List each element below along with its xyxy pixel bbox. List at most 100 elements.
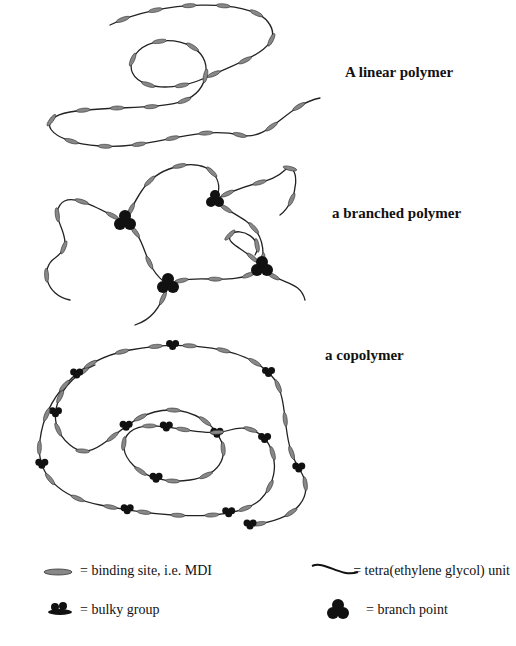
binding-site <box>176 426 190 432</box>
binding-site <box>148 344 162 349</box>
branched-chain <box>168 268 262 285</box>
binding-site <box>207 69 221 78</box>
binding-site <box>274 379 283 393</box>
legend-text: = bulky group <box>80 602 159 618</box>
binding-site <box>121 436 127 450</box>
binding-site <box>132 141 146 147</box>
binding-site <box>54 208 60 222</box>
binding-site <box>144 104 158 109</box>
binding-site <box>53 422 62 436</box>
binding-site <box>182 3 196 8</box>
binding-site <box>282 412 288 426</box>
binding-site <box>42 407 51 421</box>
branch-point-sample <box>327 599 349 619</box>
binding-site <box>220 442 225 456</box>
copolymer-chain <box>39 345 305 525</box>
bulky-group <box>166 340 179 350</box>
binding-site <box>110 106 124 110</box>
binding-site <box>44 268 49 282</box>
bulky-group-sample <box>48 602 72 615</box>
binding-site <box>74 198 89 206</box>
bulky-group <box>49 407 62 417</box>
binding-site <box>142 424 156 428</box>
binding-site <box>284 507 298 518</box>
bulky-group <box>120 421 133 431</box>
binding-site <box>243 426 258 434</box>
bulky-group <box>262 367 275 377</box>
binding-site <box>106 431 119 443</box>
binding-site <box>152 38 166 44</box>
legend-text: = binding site, i.e. MDI <box>80 563 212 579</box>
binding-site <box>128 52 137 66</box>
linear-chain <box>50 5 320 146</box>
binding-site <box>137 509 151 515</box>
branch-points <box>114 190 273 293</box>
binding-site <box>116 15 131 24</box>
binding-site <box>133 412 147 422</box>
binding-site <box>249 8 263 18</box>
legend-text: = tetra(ethylene glycol) unit <box>353 563 510 579</box>
binding-site <box>265 121 279 132</box>
bulky-group <box>150 473 163 483</box>
binding-site <box>143 175 156 188</box>
bulky-group <box>121 504 134 514</box>
binding-site <box>199 131 213 136</box>
binding-site <box>165 135 180 142</box>
branched-chain <box>47 200 125 300</box>
binding-site <box>266 33 276 47</box>
binding-site <box>232 131 247 138</box>
binding-site <box>55 389 65 403</box>
binding-site <box>44 472 56 485</box>
bulky-group <box>210 428 223 438</box>
binding-site <box>185 42 199 53</box>
binding-site <box>115 348 130 355</box>
binding-site <box>84 359 98 369</box>
binding-site <box>248 221 260 234</box>
binding-site <box>220 189 234 198</box>
legend-text: = branch point <box>366 602 448 618</box>
binding-site <box>269 446 277 461</box>
binding-site <box>171 513 185 518</box>
binding-site <box>216 3 230 8</box>
branched-chain <box>215 168 296 215</box>
bulky-group <box>35 459 48 469</box>
binding-site <box>238 504 253 513</box>
binding-site <box>254 238 260 252</box>
binding-site <box>287 445 295 460</box>
binding-site <box>172 163 187 170</box>
polymer-label: a branched polymer <box>332 205 461 222</box>
bulky-group <box>258 433 271 443</box>
binding-site <box>216 347 231 354</box>
binding-site <box>37 441 41 455</box>
binding-site <box>283 165 298 172</box>
binding-site <box>287 192 296 206</box>
binding-site <box>166 408 180 413</box>
binding-site <box>205 513 219 518</box>
bulky-group <box>292 463 305 473</box>
binding-site <box>202 69 209 84</box>
binding-site <box>205 166 218 179</box>
binding-site <box>198 415 212 427</box>
binding-site <box>210 430 224 435</box>
binding-site <box>64 137 79 145</box>
binding-site <box>58 379 70 392</box>
binding-site-sample <box>44 569 72 575</box>
binding-site <box>148 7 163 14</box>
binding-site <box>59 240 68 254</box>
binding-site <box>238 56 252 66</box>
binding-site <box>166 479 180 484</box>
binding-site <box>141 81 156 89</box>
binding-site <box>76 448 90 453</box>
binding-site <box>224 229 237 242</box>
binding-site <box>302 476 308 490</box>
binding-site <box>252 179 267 187</box>
polymer-label: A linear polymer <box>345 64 453 81</box>
branched-chain <box>125 222 168 285</box>
binding-site <box>158 291 168 305</box>
binding-site <box>208 277 222 281</box>
binding-site <box>103 504 117 510</box>
bulky-group <box>222 507 235 517</box>
binding-site <box>248 357 262 368</box>
binding-site <box>199 471 213 480</box>
